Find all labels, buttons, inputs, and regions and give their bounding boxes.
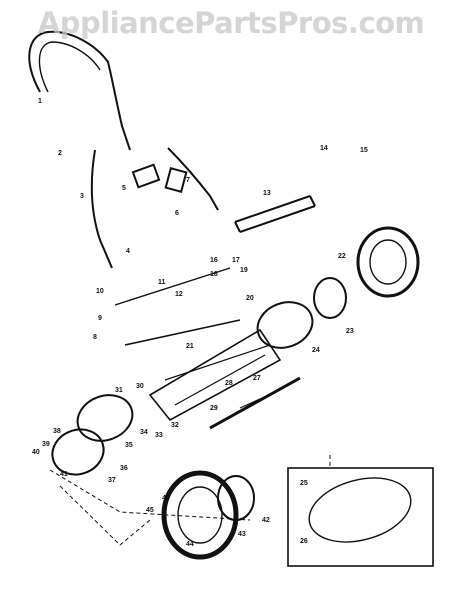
part-callout-36: 36 [120,465,128,472]
handle-arm-right [167,147,219,211]
part-callout-27: 27 [253,375,261,382]
clip-part [164,167,188,193]
inset-side-plate [308,477,412,543]
axle-tube [234,195,316,233]
part-callout-39: 39 [42,441,50,448]
tire-left [161,470,239,560]
cutter-bar [124,319,241,346]
part-callout-11: 11 [158,279,166,286]
part-callout-16: 16 [210,257,218,264]
part-callout-7: 7 [186,177,190,184]
side-plate-left [76,394,134,442]
drive-wheel-right [356,226,420,298]
part-callout-21: 21 [186,343,194,350]
bracket-part [131,163,161,189]
part-callout-1: 1 [38,98,42,105]
part-callout-30: 30 [136,383,144,390]
part-callout-32: 32 [171,422,179,429]
part-callout-33: 33 [155,432,163,439]
pinion-gear [51,428,105,476]
leader-lines [49,455,331,546]
part-callout-41: 41 [60,471,68,478]
part-callout-23: 23 [346,328,354,335]
connecting-rod [114,267,231,306]
part-callout-42: 42 [262,517,270,524]
handle-upper-part [28,30,131,151]
part-callout-12: 12 [175,291,183,298]
part-callout-3: 3 [80,193,84,200]
part-callout-5: 5 [122,185,126,192]
part-callout-6: 6 [175,210,179,217]
part-callout-45: 45 [146,507,154,514]
part-callout-31: 31 [115,387,123,394]
part-callout-37: 37 [108,477,116,484]
part-callout-2: 2 [58,150,62,157]
handle-arm-left [90,149,113,269]
part-callout-15: 15 [360,147,368,154]
part-callout-17: 17 [232,257,240,264]
part-callout-46: 46 [162,495,170,502]
part-callout-29: 29 [210,405,218,412]
part-callout-26: 26 [300,538,308,545]
handle-upper-inner [38,41,101,93]
part-callout-22: 22 [338,253,346,260]
part-callout-8: 8 [93,334,97,341]
part-callout-28: 28 [225,380,233,387]
reel-blade-assembly [148,328,282,422]
part-callout-25: 25 [300,480,308,487]
roller-shaft [209,376,301,430]
part-callout-9: 9 [98,315,102,322]
tie-rod [239,389,281,409]
part-callout-34: 34 [140,429,148,436]
wheel-hub [217,475,255,521]
part-callout-20: 20 [246,295,254,302]
gear-wheel [313,277,347,319]
part-callout-4: 4 [126,248,130,255]
part-callout-10: 10 [96,288,104,295]
part-callout-38: 38 [53,428,61,435]
part-callout-35: 35 [125,442,133,449]
part-callout-44: 44 [186,541,194,548]
part-callout-43: 43 [238,531,246,538]
part-callout-19: 19 [240,267,248,274]
part-callout-14: 14 [320,145,328,152]
part-callout-13: 13 [263,190,271,197]
part-callout-40: 40 [32,449,40,456]
part-callout-24: 24 [312,347,320,354]
inset-box [287,467,434,567]
part-callout-18: 18 [210,271,218,278]
side-plate-right [256,301,314,349]
